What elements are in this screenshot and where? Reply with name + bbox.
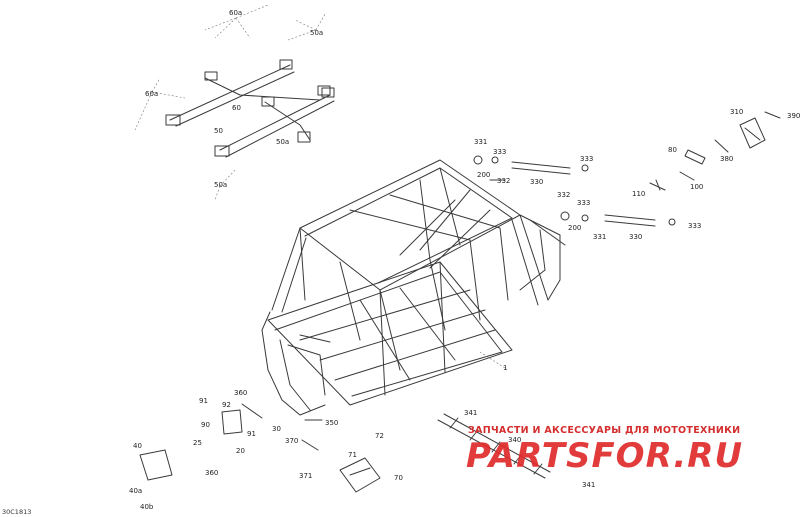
tube-330-lower (560, 211, 676, 227)
callout-91-lower: 91 (247, 430, 256, 438)
callout-390: 390 (787, 112, 800, 120)
callout-333-upper-b: 333 (580, 155, 594, 163)
callout-100: 100 (690, 183, 704, 191)
callout-341-upper: 341 (464, 409, 478, 417)
callout-332-lower: 332 (557, 191, 571, 199)
reference-code: 30C1813 (2, 508, 32, 516)
bar-60 (165, 59, 331, 127)
callout-50: 50 (214, 127, 223, 135)
callout-72: 72 (375, 432, 384, 440)
main-frame (261, 159, 566, 416)
callout-200-upper: 200 (477, 171, 491, 179)
callout-50a-top: 50a (310, 29, 324, 37)
callout-90: 90 (201, 421, 210, 429)
callout-330-upper: 330 (530, 178, 544, 186)
watermark-tagline: ЗАПЧАСТИ И АКСЕССУАРЫ ДЛЯ МОТОТЕХНИКИ (468, 425, 741, 436)
callout-91-upper: 91 (199, 397, 208, 405)
callout-40: 40 (133, 442, 142, 450)
callout-60: 60 (232, 104, 241, 112)
callout-92: 92 (222, 401, 231, 409)
callout-350: 350 (325, 419, 339, 427)
callout-50a-mid: 50a (276, 138, 290, 146)
callout-360-upper: 360 (234, 389, 248, 397)
callout-310: 310 (730, 108, 744, 116)
callout-50a-low: 50a (214, 181, 228, 189)
callout-71: 71 (348, 451, 357, 459)
callout-200-lower: 200 (568, 224, 582, 232)
bracket-92 (221, 409, 243, 435)
callout-333-lower-b: 333 (688, 222, 702, 230)
tube-330-upper (473, 155, 589, 181)
bar-380 (714, 139, 729, 153)
callout-25: 25 (193, 439, 202, 447)
callout-40a: 40a (129, 487, 143, 495)
bar-360 (241, 403, 263, 419)
callout-380: 380 (720, 155, 734, 163)
bar-50 (214, 87, 335, 158)
bracket-370 (301, 439, 319, 451)
bracket-70 (339, 457, 381, 493)
callout-371: 371 (299, 472, 313, 480)
callout-331-upper: 331 (474, 138, 488, 146)
callout-80: 80 (668, 146, 677, 154)
bracket-80 (684, 149, 706, 165)
callout-331-lower: 331 (593, 233, 607, 241)
bar-390 (764, 111, 781, 119)
callout-333-upper-a: 333 (493, 148, 507, 156)
callout-20: 20 (236, 447, 245, 455)
callout-30: 30 (272, 425, 281, 433)
callout-332-upper: 332 (497, 177, 511, 185)
callout-1: 1 (503, 364, 508, 372)
callout-60a-left: 60a (145, 90, 159, 98)
bracket-40 (139, 449, 173, 481)
callout-360-lower: 360 (205, 469, 219, 477)
callout-110: 110 (632, 190, 646, 198)
callout-340: 340 (508, 436, 522, 444)
bracket-110 (649, 179, 666, 191)
callout-341-lower: 341 (582, 481, 596, 489)
callout-370: 370 (285, 437, 299, 445)
callout-330-lower: 330 (629, 233, 643, 241)
bumper-340 (437, 413, 551, 479)
watermark-logo: PARTSFOR.RU (466, 436, 744, 476)
bracket-100 (679, 171, 695, 181)
bracket-310 (739, 117, 766, 149)
callout-40b: 40b (140, 503, 154, 511)
callout-60a-top: 60a (229, 9, 243, 17)
callout-333-lower-a: 333 (577, 199, 591, 207)
callout-70: 70 (394, 474, 403, 482)
